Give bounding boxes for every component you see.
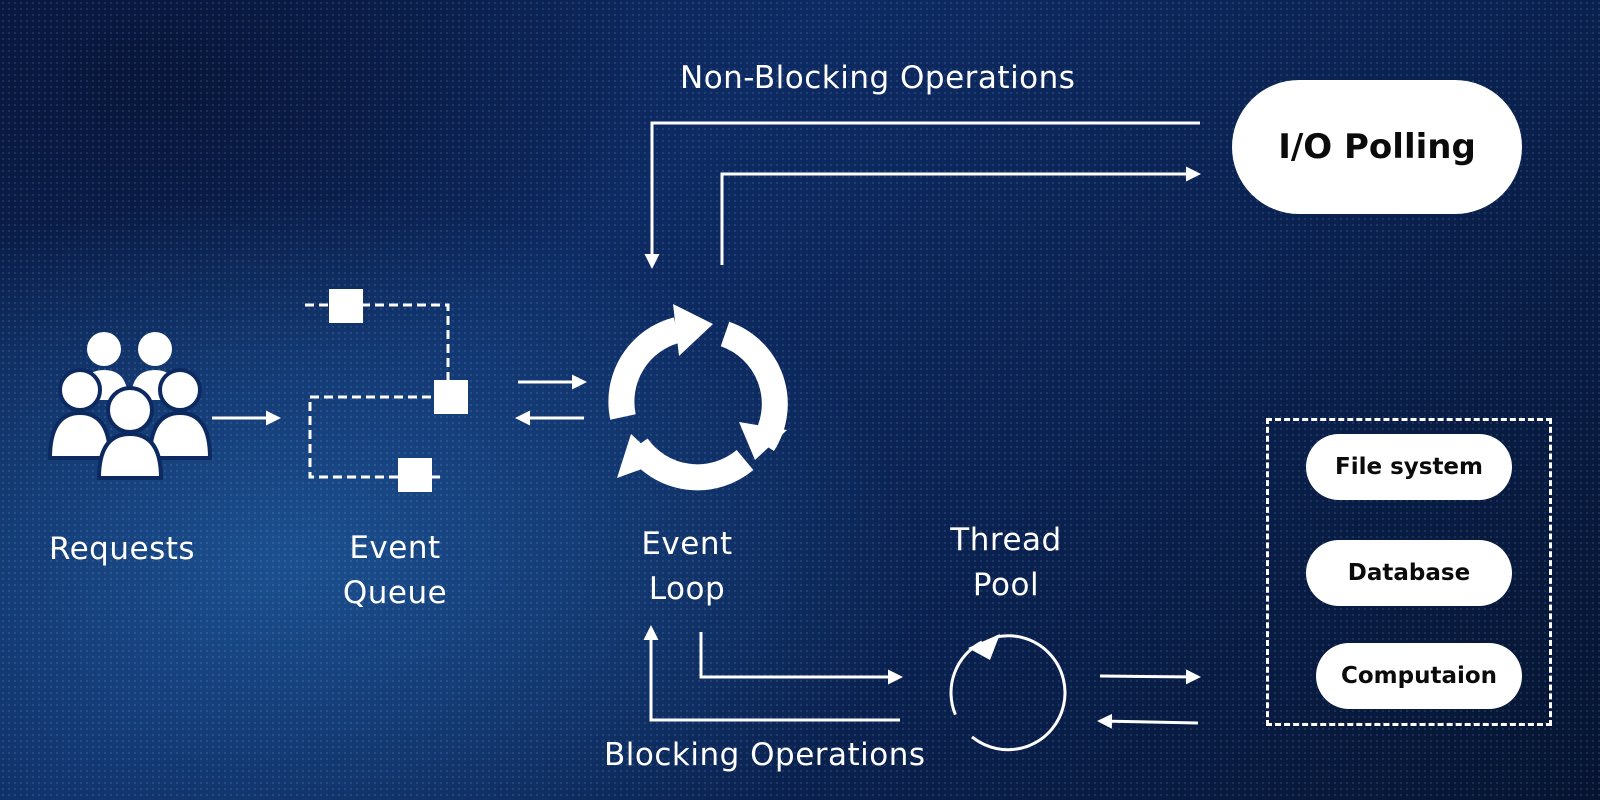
- resources-group: [1266, 418, 1552, 726]
- pool-to-resources-arrow: [1099, 669, 1201, 685]
- resources-to-pool-arrow: [1097, 713, 1199, 729]
- refresh-arrow-icon: [949, 634, 1067, 752]
- io-polling-node: I/O Polling: [1232, 80, 1522, 214]
- cycle-arrows-icon: [608, 304, 788, 491]
- event-queue-label-line1: Event: [349, 530, 441, 566]
- event-loop-label: Event Loop: [617, 522, 757, 612]
- event-queue-label-line2: Queue: [342, 575, 448, 611]
- thread-pool-label-line1: Thread: [950, 522, 1062, 558]
- computation-node: Computaion: [1316, 643, 1522, 709]
- event-queue-label: Event Queue: [325, 526, 465, 616]
- thread-pool-label-line2: Pool: [972, 567, 1040, 603]
- blocking-operations-label: Blocking Operations: [604, 737, 926, 773]
- database-node: Database: [1306, 540, 1512, 606]
- file-system-node: File system: [1306, 434, 1512, 500]
- loop-to-io-connector: [720, 166, 1201, 265]
- queue-icon: [305, 289, 468, 492]
- pool-to-loop-connector: [643, 625, 900, 722]
- event-loop-label-line2: Loop: [648, 571, 726, 607]
- loop-to-pool-connector: [699, 632, 903, 685]
- non-blocking-operations-label: Non-Blocking Operations: [680, 60, 1076, 96]
- requests-label: Requests: [48, 531, 196, 567]
- group-of-people-icon: [47, 332, 213, 480]
- io-to-loop-connector: [644, 121, 1200, 269]
- thread-pool-label: Thread Pool: [931, 518, 1081, 608]
- event-loop-label-line1: Event: [641, 526, 733, 562]
